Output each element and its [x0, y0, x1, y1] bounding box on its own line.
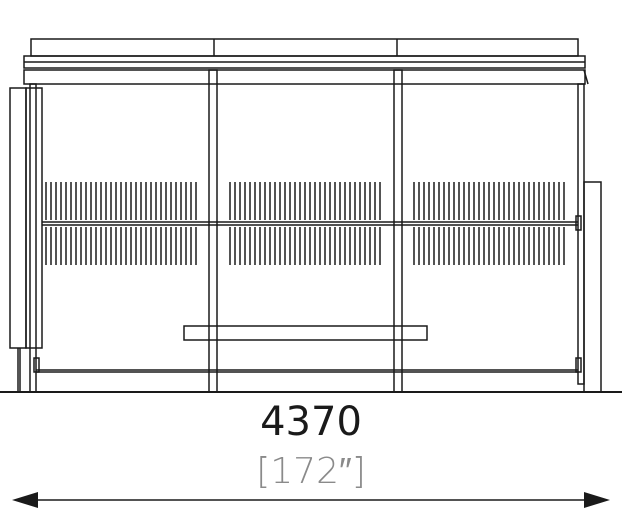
glass-slat-pattern	[45, 182, 565, 265]
left-advertising-panel	[9, 87, 43, 392]
dimension-line	[12, 492, 610, 508]
width-dimension-mm: 4370	[260, 399, 362, 445]
glazing-rails	[36, 221, 578, 373]
bench	[183, 325, 428, 341]
roof	[23, 38, 589, 85]
width-dimension-inches: [172″]	[256, 451, 366, 492]
right-side-panel	[33, 181, 602, 393]
support-posts	[29, 69, 585, 393]
